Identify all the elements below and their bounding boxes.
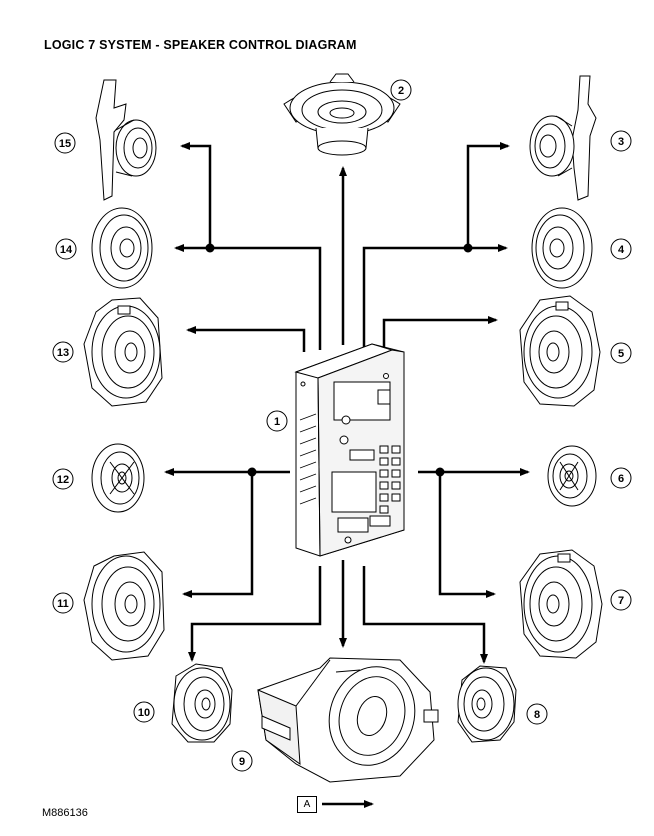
callout-8: 8 xyxy=(526,703,548,725)
speaker-10 xyxy=(171,663,233,743)
callout-4: 4 xyxy=(610,238,632,260)
callout-11: 11 xyxy=(52,592,74,614)
svg-text:2: 2 xyxy=(398,85,404,97)
speaker-9-subwoofer xyxy=(257,657,439,783)
speaker-12 xyxy=(91,443,145,513)
speaker-11 xyxy=(83,551,165,661)
svg-text:3: 3 xyxy=(618,136,624,148)
speaker-14 xyxy=(91,207,153,289)
callout-14: 14 xyxy=(55,238,77,260)
speaker-15 xyxy=(95,79,157,201)
svg-text:12: 12 xyxy=(57,474,69,486)
svg-text:8: 8 xyxy=(534,709,540,721)
svg-text:15: 15 xyxy=(59,138,71,150)
svg-text:11: 11 xyxy=(57,598,69,610)
callout-6: 6 xyxy=(610,467,632,489)
svg-text:10: 10 xyxy=(138,707,150,719)
diagram-title: LOGIC 7 SYSTEM - SPEAKER CONTROL DIAGRAM xyxy=(44,38,357,52)
speaker-4 xyxy=(531,207,593,289)
speaker-13 xyxy=(83,297,163,407)
callout-12: 12 xyxy=(52,468,74,490)
callout-10: 10 xyxy=(133,701,155,723)
amplifier-module xyxy=(294,343,405,557)
svg-text:9: 9 xyxy=(239,756,245,768)
callout-13: 13 xyxy=(52,341,74,363)
speaker-3 xyxy=(529,75,597,201)
reference-code: M886136 xyxy=(42,807,88,819)
callout-7: 7 xyxy=(610,589,632,611)
callout-9: 9 xyxy=(231,750,253,772)
svg-text:7: 7 xyxy=(618,595,624,607)
view-marker: A xyxy=(297,796,317,813)
svg-text:14: 14 xyxy=(60,244,73,256)
speaker-5 xyxy=(519,295,601,407)
speaker-8 xyxy=(457,665,517,743)
svg-text:5: 5 xyxy=(618,348,624,360)
junction-dots xyxy=(205,243,473,477)
svg-text:1: 1 xyxy=(274,416,280,428)
speaker-6 xyxy=(547,445,597,507)
callout-5: 5 xyxy=(610,342,632,364)
callout-2: 2 xyxy=(390,79,412,101)
callout-15: 15 xyxy=(54,132,76,154)
callout-1: 1 xyxy=(266,410,288,432)
speaker-2 xyxy=(283,73,401,156)
svg-text:6: 6 xyxy=(618,473,624,485)
svg-text:4: 4 xyxy=(618,244,625,256)
svg-text:13: 13 xyxy=(57,347,69,359)
callout-3: 3 xyxy=(610,130,632,152)
speaker-7 xyxy=(519,549,603,659)
